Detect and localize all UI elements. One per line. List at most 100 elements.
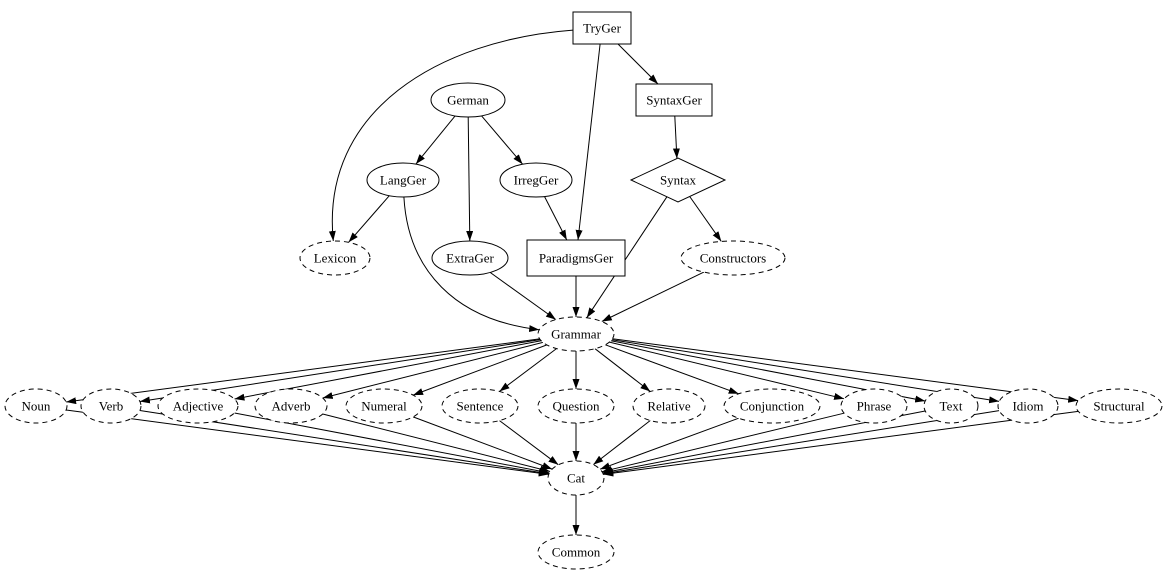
- node-common: Common: [537, 534, 615, 570]
- ellipse-outline: [366, 162, 440, 198]
- edge-grammar-to-conjunction: [605, 344, 739, 395]
- node-langger: LangGer: [366, 162, 440, 198]
- ellipse-outline: [680, 240, 786, 276]
- edge-noun-to-cat: [66, 409, 549, 477]
- node-cat: Cat: [547, 460, 605, 496]
- ellipse-outline: [499, 162, 573, 198]
- node-label-conjunction: Conjunction: [740, 398, 805, 413]
- node-adjective: Adjective: [157, 388, 239, 424]
- edge-german-to-langger: [415, 115, 456, 165]
- edge-german-to-extrager: [466, 116, 474, 242]
- node-conjunction: Conjunction: [723, 388, 821, 424]
- node-label-noun: Noun: [22, 398, 51, 413]
- node-relative: Relative: [632, 388, 706, 424]
- ellipse-outline: [431, 240, 509, 276]
- node-label-german: German: [447, 92, 489, 107]
- ellipse-outline: [537, 388, 615, 424]
- node-label-constructors: Constructors: [700, 250, 766, 265]
- node-label-syntax: Syntax: [660, 172, 697, 187]
- edges-layer: [66, 29, 1079, 535]
- edge-syntax-to-constructors: [689, 196, 722, 242]
- node-irregger: IrregGer: [499, 162, 573, 198]
- box-outline: [572, 11, 632, 45]
- ellipse-outline: [80, 388, 142, 424]
- node-tryger: TryGer: [572, 11, 632, 45]
- ellipse-outline: [632, 388, 706, 424]
- edge-numeral-to-cat: [412, 416, 553, 470]
- node-noun: Noun: [4, 388, 68, 424]
- node-label-text: Text: [940, 398, 963, 413]
- node-phrase: Phrase: [840, 388, 908, 424]
- node-label-numeral: Numeral: [361, 398, 407, 413]
- ellipse-outline: [345, 388, 423, 424]
- node-idiom: Idiom: [997, 388, 1059, 424]
- node-syntax: Syntax: [629, 157, 727, 203]
- node-german: German: [430, 82, 506, 118]
- edge-grammar-to-phrase: [609, 341, 845, 400]
- node-label-tryger: TryGer: [583, 20, 621, 35]
- ellipse-outline: [299, 240, 371, 276]
- edge-relative-to-cat: [592, 420, 651, 465]
- node-adverb: Adverb: [254, 388, 328, 424]
- node-grammar: Grammar: [537, 316, 615, 352]
- ellipse-outline: [923, 388, 979, 424]
- node-label-idiom: Idiom: [1012, 398, 1043, 413]
- edge-tryger-to-lexicon: [328, 29, 574, 242]
- edge-grammar-to-sentence: [499, 348, 557, 392]
- edge-tryger-to-syntaxger: [617, 43, 659, 85]
- node-label-paradigmsger: ParadigmsGer: [539, 250, 614, 265]
- edge-grammar-to-relative: [594, 348, 651, 392]
- node-verb: Verb: [80, 388, 142, 424]
- ellipse-outline: [254, 388, 328, 424]
- node-numeral: Numeral: [345, 388, 423, 424]
- node-label-grammar: Grammar: [551, 326, 601, 341]
- node-label-question: Question: [553, 398, 600, 413]
- node-text: Text: [923, 388, 979, 424]
- edge-german-to-irregger: [481, 115, 523, 165]
- box-outline: [526, 239, 626, 277]
- ellipse-outline: [840, 388, 908, 424]
- ellipse-outline: [723, 388, 821, 424]
- edge-grammar-to-numeral: [412, 344, 548, 396]
- node-label-relative: Relative: [647, 398, 691, 413]
- node-label-verb: Verb: [99, 398, 124, 413]
- ellipse-outline: [157, 388, 239, 424]
- node-label-common: Common: [552, 544, 601, 559]
- node-label-irregger: IrregGer: [514, 172, 559, 187]
- edge-grammar-to-structural: [612, 338, 1079, 403]
- ellipse-outline: [547, 460, 605, 496]
- node-structural: Structural: [1075, 388, 1163, 424]
- ellipse-outline: [537, 534, 615, 570]
- node-label-structural: Structural: [1093, 398, 1145, 413]
- node-lexicon: Lexicon: [299, 240, 371, 276]
- diamond-outline: [629, 157, 727, 203]
- box-outline: [635, 83, 713, 117]
- node-label-adverb: Adverb: [272, 398, 311, 413]
- node-constructors: Constructors: [680, 240, 786, 276]
- node-sentence: Sentence: [441, 388, 519, 424]
- node-extrager: ExtraGer: [431, 240, 509, 276]
- ellipse-outline: [1075, 388, 1163, 424]
- edge-grammar-to-adverb: [322, 341, 544, 399]
- node-question: Question: [537, 388, 615, 424]
- edge-tryger-to-paradigmsger: [575, 43, 601, 241]
- node-label-syntaxger: SyntaxGer: [646, 92, 702, 107]
- edge-conjunction-to-cat: [599, 417, 739, 470]
- edge-langger-to-lexicon: [348, 195, 390, 243]
- edge-langger-to-grammar: [403, 196, 540, 333]
- edge-structural-to-cat: [603, 410, 1079, 477]
- node-label-sentence: Sentence: [457, 398, 504, 413]
- edge-phrase-to-cat: [601, 412, 845, 473]
- ellipse-outline: [4, 388, 68, 424]
- ellipse-outline: [537, 316, 615, 352]
- ellipse-outline: [997, 388, 1059, 424]
- edge-adverb-to-cat: [322, 413, 551, 473]
- node-label-adjective: Adjective: [173, 398, 224, 413]
- node-paradigmsger: ParadigmsGer: [526, 239, 626, 277]
- edge-sentence-to-cat: [499, 420, 559, 466]
- node-label-phrase: Phrase: [857, 398, 892, 413]
- node-syntaxger: SyntaxGer: [635, 83, 713, 117]
